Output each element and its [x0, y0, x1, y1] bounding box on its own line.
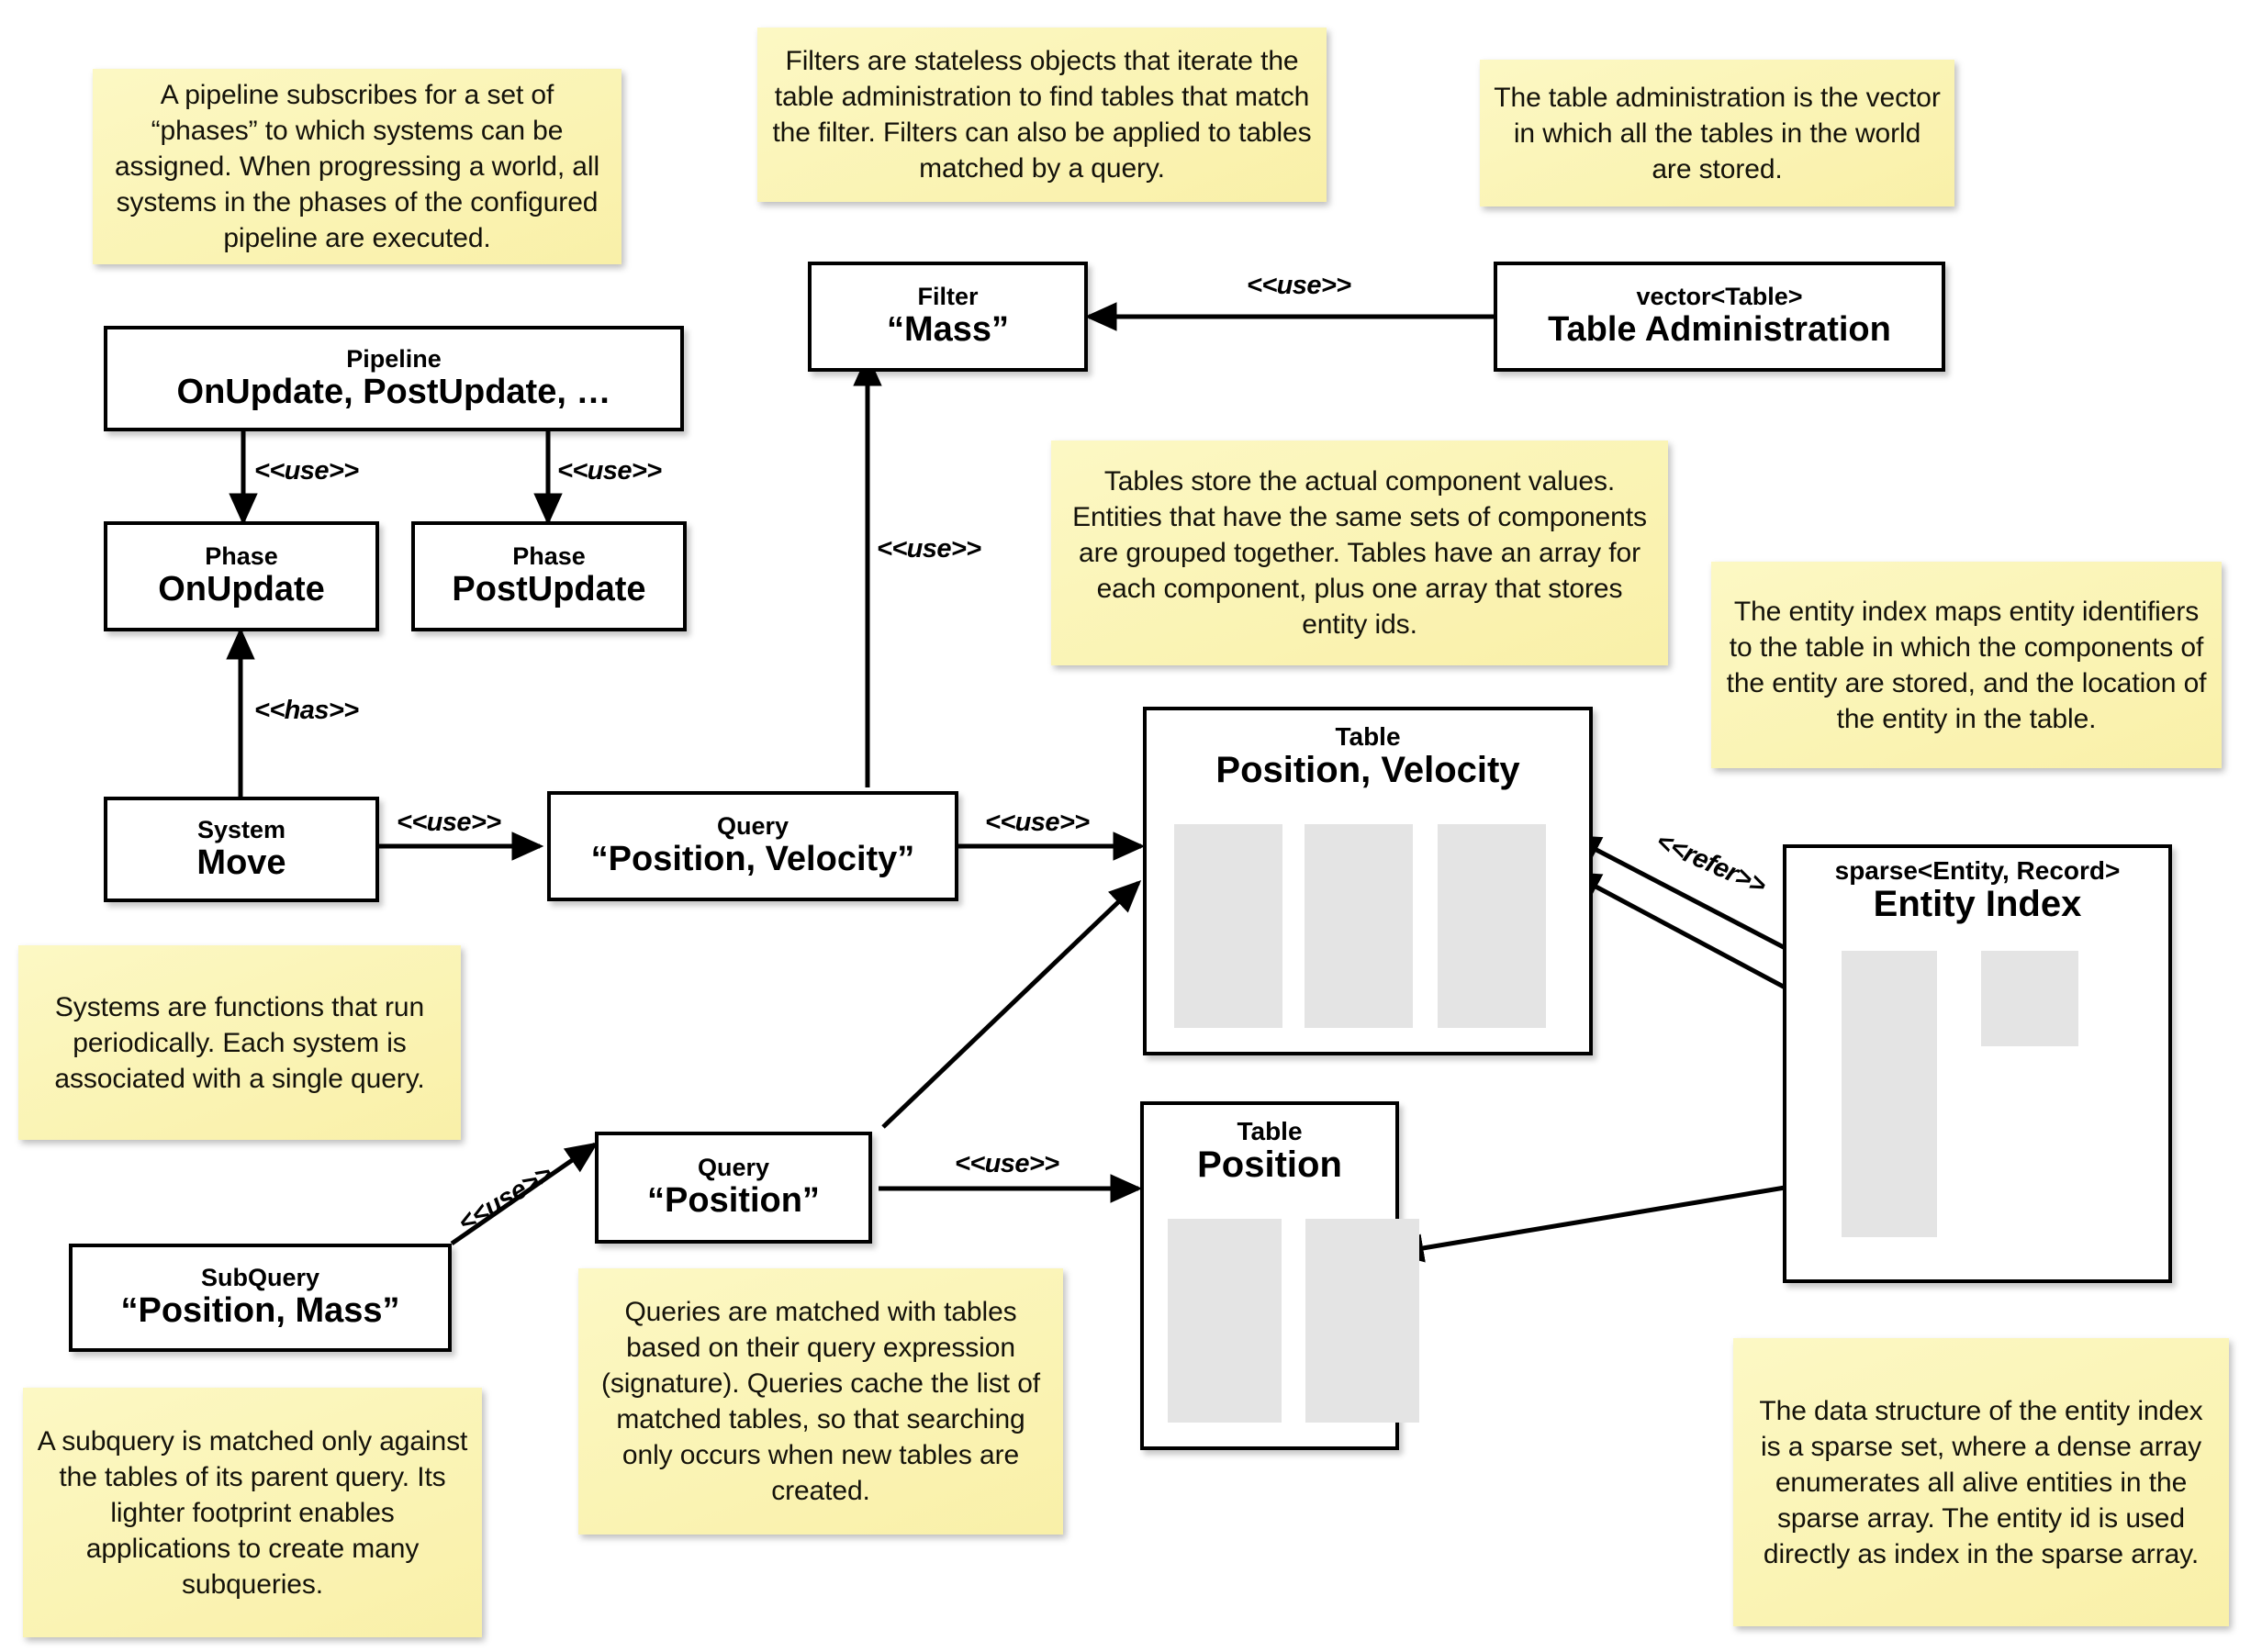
box-query-position-velocity-name: “Position, Velocity” — [590, 840, 915, 879]
edge-index-refers-tablep — [1391, 1175, 1846, 1263]
note-tables: Tables store the actual component values… — [1051, 441, 1668, 665]
edge-label-pipeline-to-postupdate: <<use>> — [557, 456, 662, 486]
box-subquery-position-mass[interactable]: SubQuery “Position, Mass” — [69, 1244, 452, 1352]
entity-index-stereotype: sparse<Entity, Record> — [1834, 856, 2121, 885]
box-table-position-velocity[interactable]: Table Position, Velocity — [1143, 707, 1593, 1055]
box-pipeline[interactable]: Pipeline OnUpdate, PostUpdate, … — [104, 326, 684, 431]
box-pipeline-name: OnUpdate, PostUpdate, … — [176, 372, 611, 411]
note-table-administration-text: The table administration is the vector i… — [1494, 82, 1941, 184]
edge-label-index-refers-table: <<refer>> — [1652, 826, 1771, 901]
table-p-column-1 — [1168, 1219, 1282, 1423]
box-table-administration-name: Table Administration — [1548, 310, 1891, 350]
entity-index-title: sparse<Entity, Record> Entity Index — [1786, 857, 2168, 925]
box-pipeline-stereotype: Pipeline — [346, 344, 442, 373]
box-phase-postupdate-name: PostUpdate — [452, 570, 646, 609]
edge-queryp-uses-tablepv — [881, 879, 1142, 1129]
table-pv-title: Table Position, Velocity — [1147, 723, 1589, 791]
note-entity-index: The entity index maps entity identifiers… — [1711, 562, 2222, 768]
note-systems: Systems are functions that run periodica… — [18, 945, 461, 1140]
note-sparse-set-text: The data structure of the entity index i… — [1759, 1395, 2203, 1569]
box-system-move-stereotype: System — [196, 815, 286, 843]
table-pv-stereotype: Table — [1335, 722, 1401, 751]
edge-label-subquery-uses-query: <<use>> — [453, 1159, 558, 1239]
table-p-column-2 — [1305, 1219, 1419, 1423]
table-pv-column-3 — [1438, 824, 1546, 1028]
table-pv-column-2 — [1305, 824, 1413, 1028]
note-entity-index-text: The entity index maps entity identifiers… — [1726, 596, 2207, 734]
table-pv-name: Position, Velocity — [1215, 750, 1520, 791]
entity-index-dense-array — [1981, 951, 2078, 1046]
box-phase-postupdate-stereotype: Phase — [512, 542, 586, 571]
box-query-position-stereotype: Query — [697, 1154, 770, 1182]
note-table-administration: The table administration is the vector i… — [1480, 60, 1954, 206]
note-pipeline-text: A pipeline subscribes for a set of “phas… — [114, 80, 600, 253]
edge-label-query-uses-filter: <<use>> — [877, 534, 981, 564]
note-subquery-text: A subquery is matched only against the t… — [37, 1425, 468, 1600]
box-query-position-velocity[interactable]: Query “Position, Velocity” — [547, 791, 958, 901]
box-entity-index[interactable]: sparse<Entity, Record> Entity Index — [1783, 844, 2172, 1283]
edge-label-admin-uses-filter: <<use>> — [1247, 271, 1351, 300]
note-filters: Filters are stateless objects that itera… — [757, 28, 1327, 202]
box-filter-mass[interactable]: Filter “Mass” — [808, 262, 1088, 372]
box-filter-mass-stereotype: Filter — [917, 283, 979, 311]
table-p-name: Position — [1197, 1144, 1342, 1186]
box-system-move-name: Move — [196, 843, 286, 882]
edge-label-system-has-phase: <<has>> — [254, 696, 359, 725]
note-subquery: A subquery is matched only against the t… — [23, 1388, 482, 1637]
table-pv-column-1 — [1174, 824, 1282, 1028]
box-phase-onupdate[interactable]: Phase OnUpdate — [104, 521, 379, 631]
table-p-stereotype: Table — [1237, 1117, 1303, 1145]
box-phase-postupdate[interactable]: Phase PostUpdate — [411, 521, 687, 631]
note-tables-text: Tables store the actual component values… — [1072, 466, 1647, 640]
box-table-administration-stereotype: vector<Table> — [1636, 283, 1803, 311]
note-systems-text: Systems are functions that run periodica… — [54, 991, 425, 1094]
box-phase-onupdate-stereotype: Phase — [205, 542, 278, 571]
box-query-position-name: “Position” — [647, 1181, 820, 1221]
entity-index-name: Entity Index — [1873, 884, 2082, 925]
entity-index-sparse-array — [1842, 951, 1937, 1237]
note-sparse-set: The data structure of the entity index i… — [1733, 1338, 2229, 1626]
table-p-title: Table Position — [1144, 1118, 1395, 1186]
edge-label-pipeline-to-onupdate: <<use>> — [254, 456, 359, 486]
box-subquery-name: “Position, Mass” — [120, 1291, 400, 1331]
edge-label-query-uses-table: <<use>> — [985, 808, 1090, 837]
box-filter-mass-name: “Mass” — [886, 310, 1010, 350]
box-phase-onupdate-name: OnUpdate — [158, 570, 325, 609]
note-queries: Queries are matched with tables based on… — [578, 1268, 1063, 1535]
box-system-move[interactable]: System Move — [104, 797, 379, 902]
box-table-position[interactable]: Table Position — [1140, 1101, 1419, 1450]
box-subquery-stereotype: SubQuery — [200, 1264, 320, 1292]
box-table-administration[interactable]: vector<Table> Table Administration — [1494, 262, 1945, 372]
edge-label-system-uses-query: <<use>> — [397, 808, 501, 837]
note-filters-text: Filters are stateless objects that itera… — [772, 46, 1312, 184]
box-query-position[interactable]: Query “Position” — [595, 1132, 872, 1244]
box-query-position-velocity-stereotype: Query — [716, 812, 789, 841]
note-queries-text: Queries are matched with tables based on… — [600, 1297, 1041, 1506]
edge-label-queryp-uses-tablep: <<use>> — [955, 1149, 1059, 1178]
note-pipeline: A pipeline subscribes for a set of “phas… — [93, 69, 621, 264]
